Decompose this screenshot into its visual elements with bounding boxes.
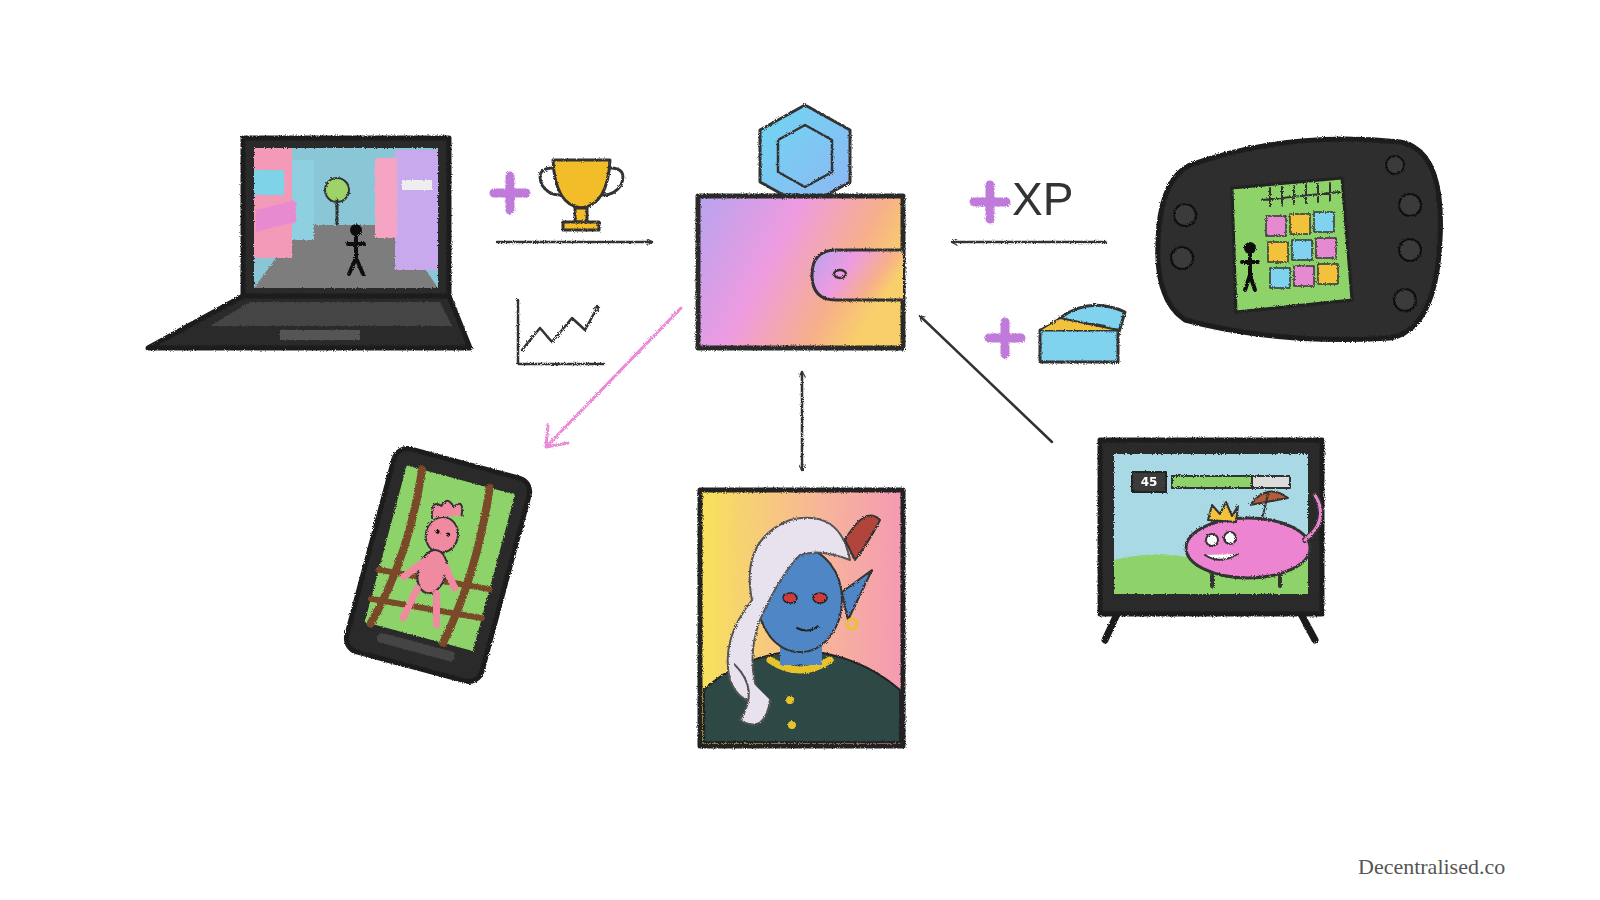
wallet xyxy=(698,105,903,348)
handheld-console xyxy=(1158,139,1441,340)
television xyxy=(1100,440,1322,640)
chart-icon xyxy=(518,300,604,364)
plus-sign xyxy=(989,322,1021,354)
trophy-plus xyxy=(494,160,623,230)
smartphone xyxy=(343,445,533,684)
arrow xyxy=(801,372,804,470)
arrow xyxy=(920,316,1052,442)
arrow xyxy=(952,241,1106,244)
watermark: Decentralised.co xyxy=(1358,856,1505,878)
arrow xyxy=(497,241,652,244)
arrow xyxy=(548,308,681,445)
laptop xyxy=(148,138,470,348)
plus-sign xyxy=(974,185,1006,219)
xp-label: XP xyxy=(1012,176,1073,222)
treasure-chest xyxy=(1040,305,1125,362)
character-portrait xyxy=(700,490,903,746)
health-number: 45 xyxy=(1141,476,1158,488)
